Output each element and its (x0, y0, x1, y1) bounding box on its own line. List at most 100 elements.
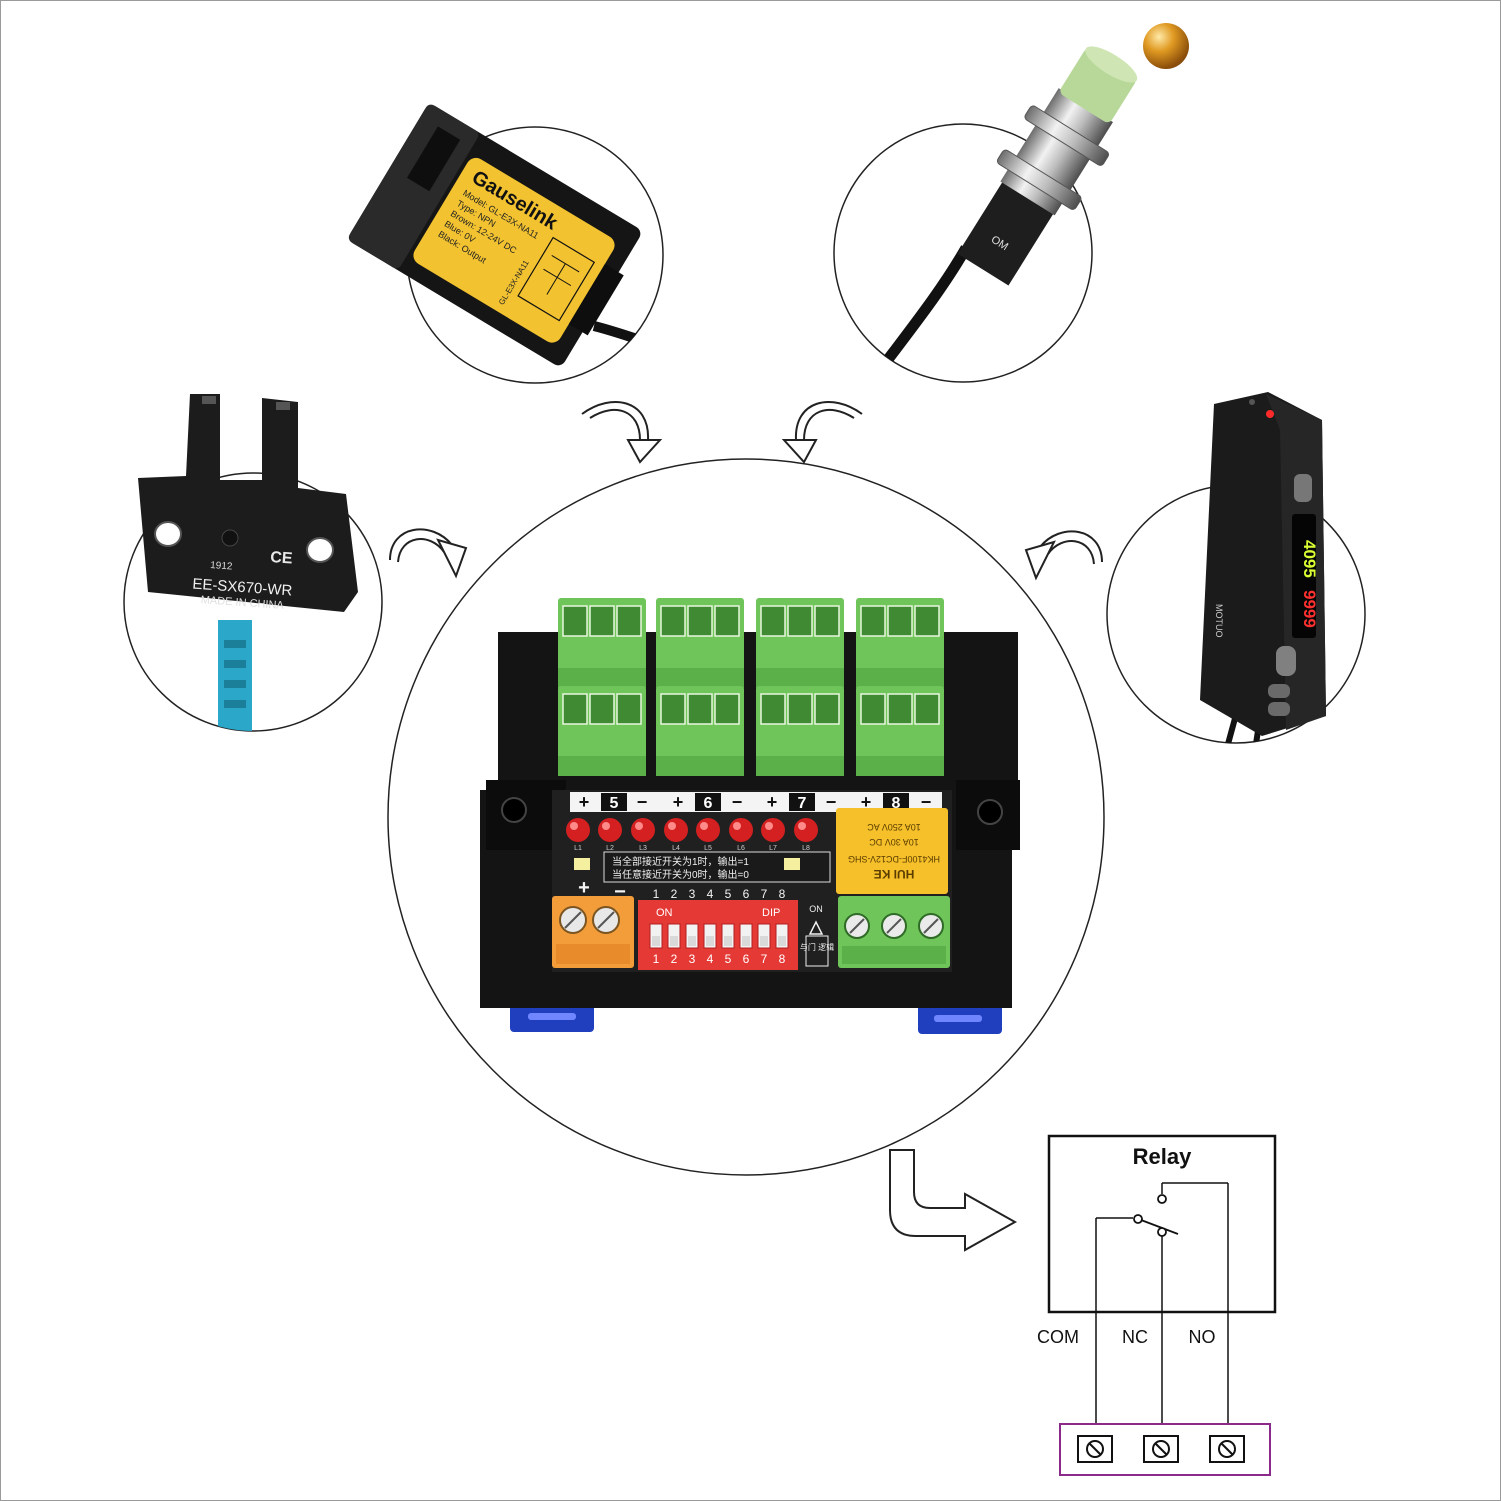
switch-contact-icon (1096, 1182, 1228, 1237)
side-logic-label: 与门 逻辑 (800, 942, 834, 952)
dip-number-bottom: 4 (707, 952, 714, 966)
channel-5-label: + 5 − (579, 792, 648, 812)
channel-label-strip (570, 792, 942, 812)
terminal-no (1209, 1435, 1245, 1463)
fiber-amplifier: Gauselink Model: GL-E3X-NA11 Type: NPN B… (348, 104, 642, 366)
status-led (1266, 410, 1274, 418)
terminal-blocks (558, 598, 944, 776)
logic-note-1: 当全部接近开关为1时，输出=1 (612, 855, 749, 868)
terminal-block (656, 598, 744, 688)
dip-toggle[interactable] (739, 923, 753, 949)
ch5-minus: − (637, 792, 648, 812)
ch7-plus: + (767, 792, 778, 812)
arrow-right (1024, 530, 1103, 581)
curved-arrow-icon (1039, 530, 1103, 563)
proximity-housing (1000, 88, 1113, 216)
dip-number-top: 7 (761, 887, 768, 901)
channel-6-label: + 6 − (673, 792, 743, 812)
dip-number-top: 4 (707, 887, 714, 901)
dip-toggle[interactable] (757, 923, 771, 949)
dip-number-top: 3 (689, 887, 696, 901)
ch8-minus: − (921, 792, 932, 812)
dip-toggle[interactable] (721, 923, 735, 949)
amplifier-circuit (517, 236, 596, 322)
led-label: L5 (704, 845, 712, 852)
dip-toggle[interactable] (775, 923, 789, 949)
proximity-nut-bottom (996, 149, 1082, 210)
indicator-led: L5 (696, 818, 720, 852)
dip-number-top: 5 (725, 887, 732, 901)
mount-hole (154, 521, 182, 547)
terminal-label-com: COM (1037, 1327, 1079, 1347)
led-label: L7 (769, 845, 777, 852)
logic-note-2: 当任意接近开关为0时，输出=0 (612, 868, 749, 881)
slot-sensor-code: 1912 (210, 560, 233, 573)
curved-arrow-icon (794, 401, 863, 441)
terminal-label-no: NO (1189, 1327, 1216, 1347)
dip-toggle[interactable] (649, 923, 663, 949)
dip-toggle[interactable] (667, 923, 681, 949)
metal-ball-target (1143, 23, 1189, 69)
dip-number-bottom: 2 (671, 952, 678, 966)
arrow-top-right (781, 401, 863, 464)
dip-number-bottom: 3 (689, 952, 696, 966)
dip-number-bottom: 8 (779, 952, 786, 966)
dip-number-bottom: 6 (743, 952, 750, 966)
amp-button-top (1294, 474, 1312, 502)
slot-sensor: 1912 CE EE-SX670-WR MADE IN CHINA (138, 394, 358, 731)
smd-led-left (574, 858, 590, 870)
smd-led-right (784, 858, 800, 870)
terminal-block (856, 598, 944, 688)
dip-number-bottom: 7 (761, 952, 768, 966)
relay-text-3: HK4100F-DC12V-SHG (848, 854, 940, 864)
slot-sensor-body (138, 394, 358, 612)
power-minus-label: − (614, 881, 626, 903)
digital-amplifier: 4095 9999 MOTUO (1200, 392, 1326, 743)
slot-sensor-origin: MADE IN CHINA (200, 594, 284, 612)
indicator-led: L7 (761, 818, 785, 852)
relay-text-4: HUI KE (874, 867, 915, 881)
arrow-to-relay (889, 1149, 1018, 1252)
proximity-sensor: OM (875, 46, 1138, 374)
terminal-com (1077, 1435, 1113, 1463)
dip-switch-body (638, 900, 798, 970)
ch6-plus: + (673, 792, 684, 812)
dip-number-bottom: 5 (725, 952, 732, 966)
ch8-number: 8 (892, 795, 901, 812)
dip-toggle[interactable] (685, 923, 699, 949)
mount-hole-left (501, 797, 527, 823)
indicator-led: L8 (794, 818, 818, 852)
terminal-block (856, 686, 944, 776)
relay-text-1: 10A 250V AC (867, 822, 921, 832)
arrow-left (389, 528, 468, 579)
terminal-label-nc: NC (1122, 1327, 1148, 1347)
dip-toggle[interactable] (703, 923, 717, 949)
side-on-label: ON (809, 904, 823, 914)
amp-button-down (1268, 702, 1290, 716)
terminal-nc (1143, 1435, 1179, 1463)
ch5-plus: + (579, 792, 590, 812)
relay-title: Relay (1133, 1144, 1192, 1169)
dip-number-top: 8 (779, 887, 786, 901)
dip-number-bottom: 1 (653, 952, 660, 966)
relay-component (836, 808, 948, 894)
channel-7-label: + 7 − (767, 792, 837, 812)
dip-number-top: 2 (671, 887, 678, 901)
indicator-led: L3 (631, 818, 655, 852)
indicator-led: L2 (598, 818, 622, 852)
led-label: L8 (802, 845, 810, 852)
amp-button-up (1268, 684, 1290, 698)
display-bottom-value: 9999 (1300, 590, 1319, 628)
indicator-led: L1 (566, 818, 590, 852)
terminal-block (558, 686, 646, 776)
proximity-cable (875, 245, 971, 374)
dip-label: DIP (762, 907, 780, 919)
ch7-number: 7 (798, 795, 807, 812)
curved-arrow-icon (389, 528, 453, 561)
amp-button-set (1276, 646, 1296, 676)
led-label: L6 (737, 845, 745, 852)
